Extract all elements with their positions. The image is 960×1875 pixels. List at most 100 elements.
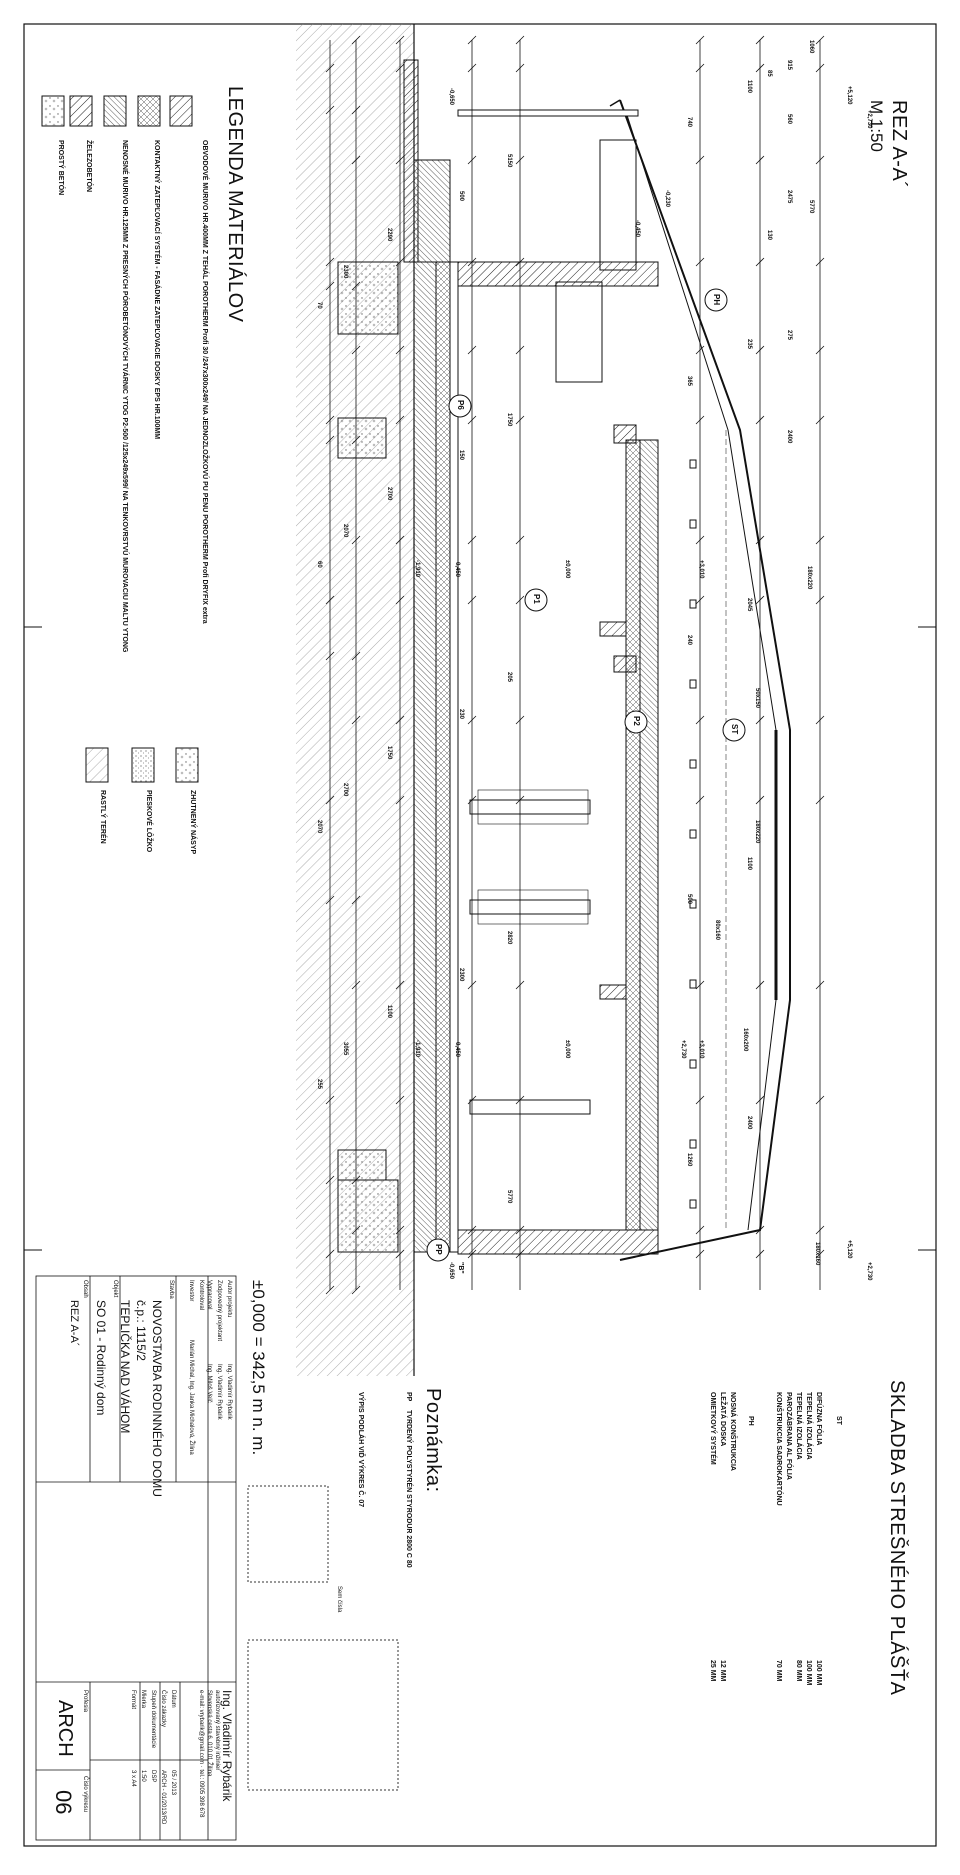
tb-address: TEPLIČKA NAD VÁHOM [118, 1300, 132, 1434]
roof-outline [619, 99, 791, 1261]
section-tag: ST [730, 724, 739, 735]
level-marker: -0,450 [634, 220, 640, 238]
floor-finish [449, 261, 459, 1253]
dimension-label: 2475 [786, 190, 792, 204]
dimension-label: 915 [786, 60, 792, 71]
dimension-label: 230 [458, 709, 464, 720]
porch-beam [599, 139, 637, 271]
dimension-tick [815, 35, 825, 45]
dimension-tick [325, 435, 335, 445]
dimension-tick [695, 980, 705, 990]
level-marker: -0,230 [664, 190, 670, 208]
tb-cislo: 06 [51, 1790, 76, 1815]
dimension-label: 240 [686, 635, 692, 646]
dimension-label: 5770 [506, 1190, 512, 1204]
ceiling-slab [639, 439, 659, 1231]
dimension-label: 560 [786, 114, 792, 125]
roof-layer: KONŠTRUKCIA SADROKARTÓNU [775, 1392, 782, 1506]
dimension-label: 60 [316, 561, 322, 568]
dimension-tick [755, 63, 765, 73]
dimension-label: 1260 [686, 1153, 692, 1167]
note-text: VÝPIS PODLÁH VIĎ VÝKRES Č. 07 [357, 1392, 364, 1508]
dimension-tick [351, 281, 361, 291]
dimension-tick [467, 1249, 477, 1259]
tb-value: Marián Michal, Ing. Janka Michalová, Žil… [188, 1340, 194, 1455]
tb-meta-value: ARCH - 01/2013/RD [160, 1770, 166, 1825]
tb-label: Zodpovedný projektant [216, 1280, 222, 1342]
dimension-tick [325, 1095, 335, 1105]
dimension-tick [395, 1225, 405, 1235]
dimension-tick [815, 415, 825, 425]
foundation [337, 261, 399, 335]
rafter-mark [689, 829, 697, 839]
tb-profesia-label: Profesia [82, 1690, 88, 1713]
dimension-tick [515, 1225, 525, 1235]
dimension-tick [755, 535, 765, 545]
dimension-tick [755, 595, 765, 605]
dimension-tick [815, 155, 825, 165]
roof-value: 12 MM [719, 1660, 726, 1682]
level-marker: ±0,000 [564, 1040, 570, 1059]
level-marker: +5,120 [846, 1240, 852, 1259]
dimension-tick [351, 435, 361, 445]
legend-item: PROSTÝ BETÓN [57, 140, 64, 196]
dimension-label: 85 [766, 70, 772, 77]
tb-meta-value: 1:50 [140, 1770, 146, 1782]
section-tag-circle [624, 710, 648, 734]
dimension-tick [515, 980, 525, 990]
floor-insulation [435, 261, 451, 1253]
dimension-label: 2300 [342, 265, 348, 279]
dimension-tick [325, 795, 335, 805]
level-marker: +3,010 [698, 1040, 704, 1059]
dimension-label: 1100 [746, 857, 752, 871]
dimension-tick [467, 1095, 477, 1105]
stamp-box [247, 1639, 399, 1791]
dimension-tick [755, 155, 765, 165]
member-label: 50x150 [754, 688, 760, 709]
dimension-label: 2045 [746, 598, 752, 612]
roof-layer: LEŽATÁ DOSKA [719, 1392, 726, 1447]
dimension-tick [815, 1095, 825, 1105]
dimension-tick [755, 35, 765, 45]
tb-firm-sub: autorizovaný stavebný inžinier [214, 1690, 220, 1771]
dimension-label: 2400 [746, 1116, 752, 1130]
tb-label: Vypracoval [206, 1280, 212, 1310]
dimension-label: 1750 [386, 746, 392, 760]
rafter-mark [689, 1059, 697, 1069]
dimension-tick [351, 535, 361, 545]
level-marker: -0,650 [448, 1262, 454, 1280]
dimension-tick [815, 980, 825, 990]
dimension-tick [695, 1225, 705, 1235]
dimension-tick [467, 155, 477, 165]
title-block [35, 1275, 237, 1841]
dimension-tick [467, 715, 477, 725]
dimension-tick [395, 345, 405, 355]
dimension-tick [815, 1249, 825, 1259]
dimension-tick [467, 345, 477, 355]
datum-note: ±0,000 = 342,5 m n. m. [249, 1280, 268, 1456]
dimension-tick [325, 651, 335, 661]
dimension-label: 1750 [506, 413, 512, 427]
roof-layer: TEPELNÁ IZOLÁCIA [805, 1392, 812, 1460]
tb-address: č.p.: 1115/2 [134, 1300, 148, 1361]
roof-value: 100 MM [815, 1660, 822, 1686]
rafter-mark [689, 519, 697, 529]
level-marker: +2,730 [680, 1040, 686, 1059]
dimension-tick [325, 595, 335, 605]
section-tag: PP [434, 1244, 443, 1255]
note-tag: PP [405, 1392, 412, 1402]
dimension-label: 500 [458, 191, 464, 202]
level-marker: +2,730 [866, 1262, 872, 1281]
dimension-tick [695, 155, 705, 165]
sheet-frame [23, 23, 937, 1847]
dimension-label: 2300 [458, 968, 464, 982]
dimension-tick [467, 1225, 477, 1235]
section-tag-circle [426, 1238, 450, 1262]
section-tag: PH [712, 294, 721, 306]
dimension-tick [515, 345, 525, 355]
lintel [613, 655, 637, 673]
porch-column [457, 109, 639, 117]
dimension-label: 255 [316, 1079, 322, 1090]
level-marker: -0,450 [454, 560, 460, 578]
dimension-label: 2070 [316, 820, 322, 834]
